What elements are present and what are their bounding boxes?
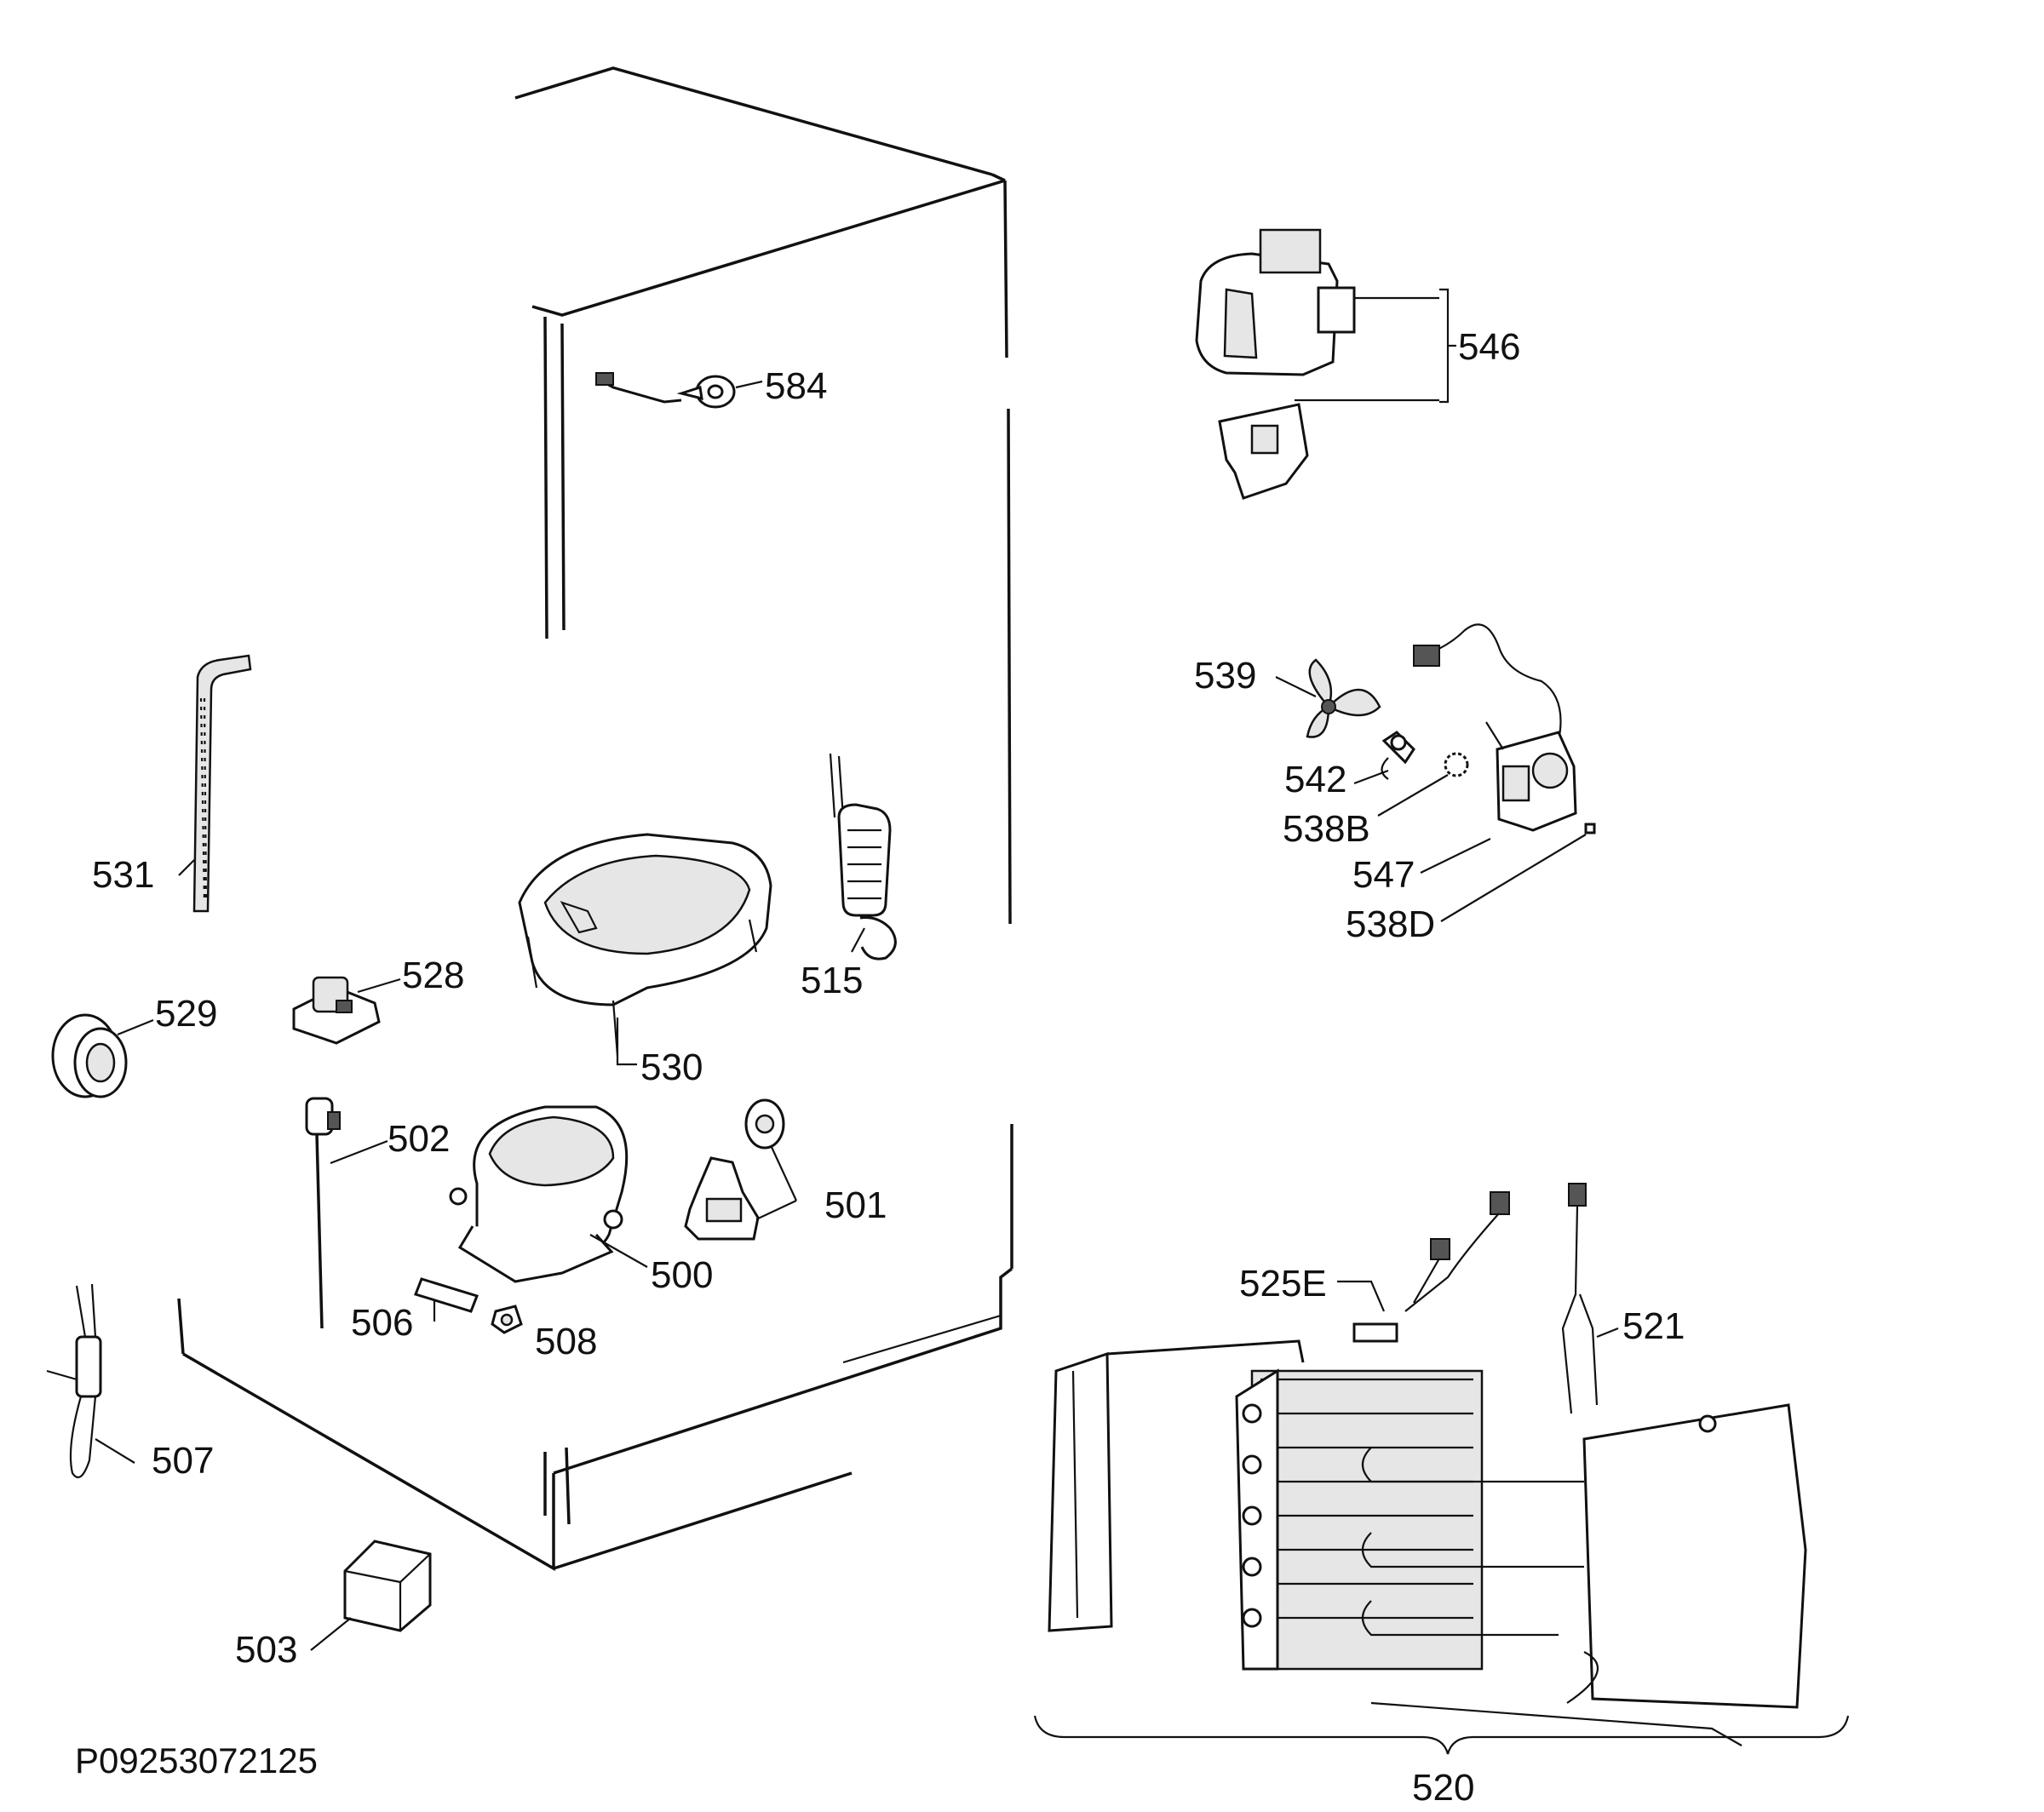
label-542: 542 [1284,759,1346,800]
part-530-drip-tray [518,833,772,1066]
label-538D: 538D [1346,903,1435,945]
label-508: 508 [535,1321,597,1362]
part-542-bracket [1353,731,1415,785]
part-507-thermal-sensor [46,1283,135,1479]
label-525E: 525E [1239,1263,1327,1305]
callout-labels: 584 546 539 542 538B 547 538D 531 528 52… [92,326,1685,1809]
part-531-drain-hose [178,654,252,913]
label-506: 506 [351,1302,413,1344]
label-529: 529 [155,993,217,1035]
label-547: 547 [1352,854,1415,896]
part-525E-defrost-lead [1337,1191,1510,1343]
label-500: 500 [651,1254,713,1296]
part-502-relay-lead [305,1097,388,1329]
part-520-evaporator [1048,1339,1807,1746]
part-501-starter [684,1098,797,1241]
label-539: 539 [1194,655,1256,697]
part-546-damper [1195,228,1456,500]
part-547-fan-motor [1413,623,1577,874]
label-538B: 538B [1283,808,1370,850]
cabinet-body [177,66,1013,1572]
label-584: 584 [765,365,827,407]
label-507: 507 [152,1440,214,1482]
brace-520 [1033,1715,1850,1755]
part-528-holder [292,976,401,1045]
part-503-cover [310,1540,432,1651]
label-530: 530 [640,1046,703,1088]
part-506-clip [414,1277,479,1322]
label-528: 528 [402,955,464,996]
label-531: 531 [92,854,154,896]
label-501: 501 [824,1184,887,1226]
part-529-grommet [51,1013,154,1098]
label-521: 521 [1622,1305,1685,1347]
part-500-compressor [449,1105,648,1283]
label-515: 515 [801,960,863,1001]
part-584-door-switch [595,372,763,409]
diagram-code: P09253072125 [75,1740,318,1780]
part-508-grommet [491,1305,523,1334]
part-538D-clip [1440,823,1596,922]
label-502: 502 [388,1118,450,1160]
label-546: 546 [1458,326,1520,368]
label-520: 520 [1412,1767,1474,1809]
part-539-fan-blade [1275,658,1381,738]
part-515-heater [829,753,897,960]
part-521-sensor-lead [1561,1183,1619,1414]
label-503: 503 [235,1629,297,1671]
part-538B-washer [1377,752,1469,817]
